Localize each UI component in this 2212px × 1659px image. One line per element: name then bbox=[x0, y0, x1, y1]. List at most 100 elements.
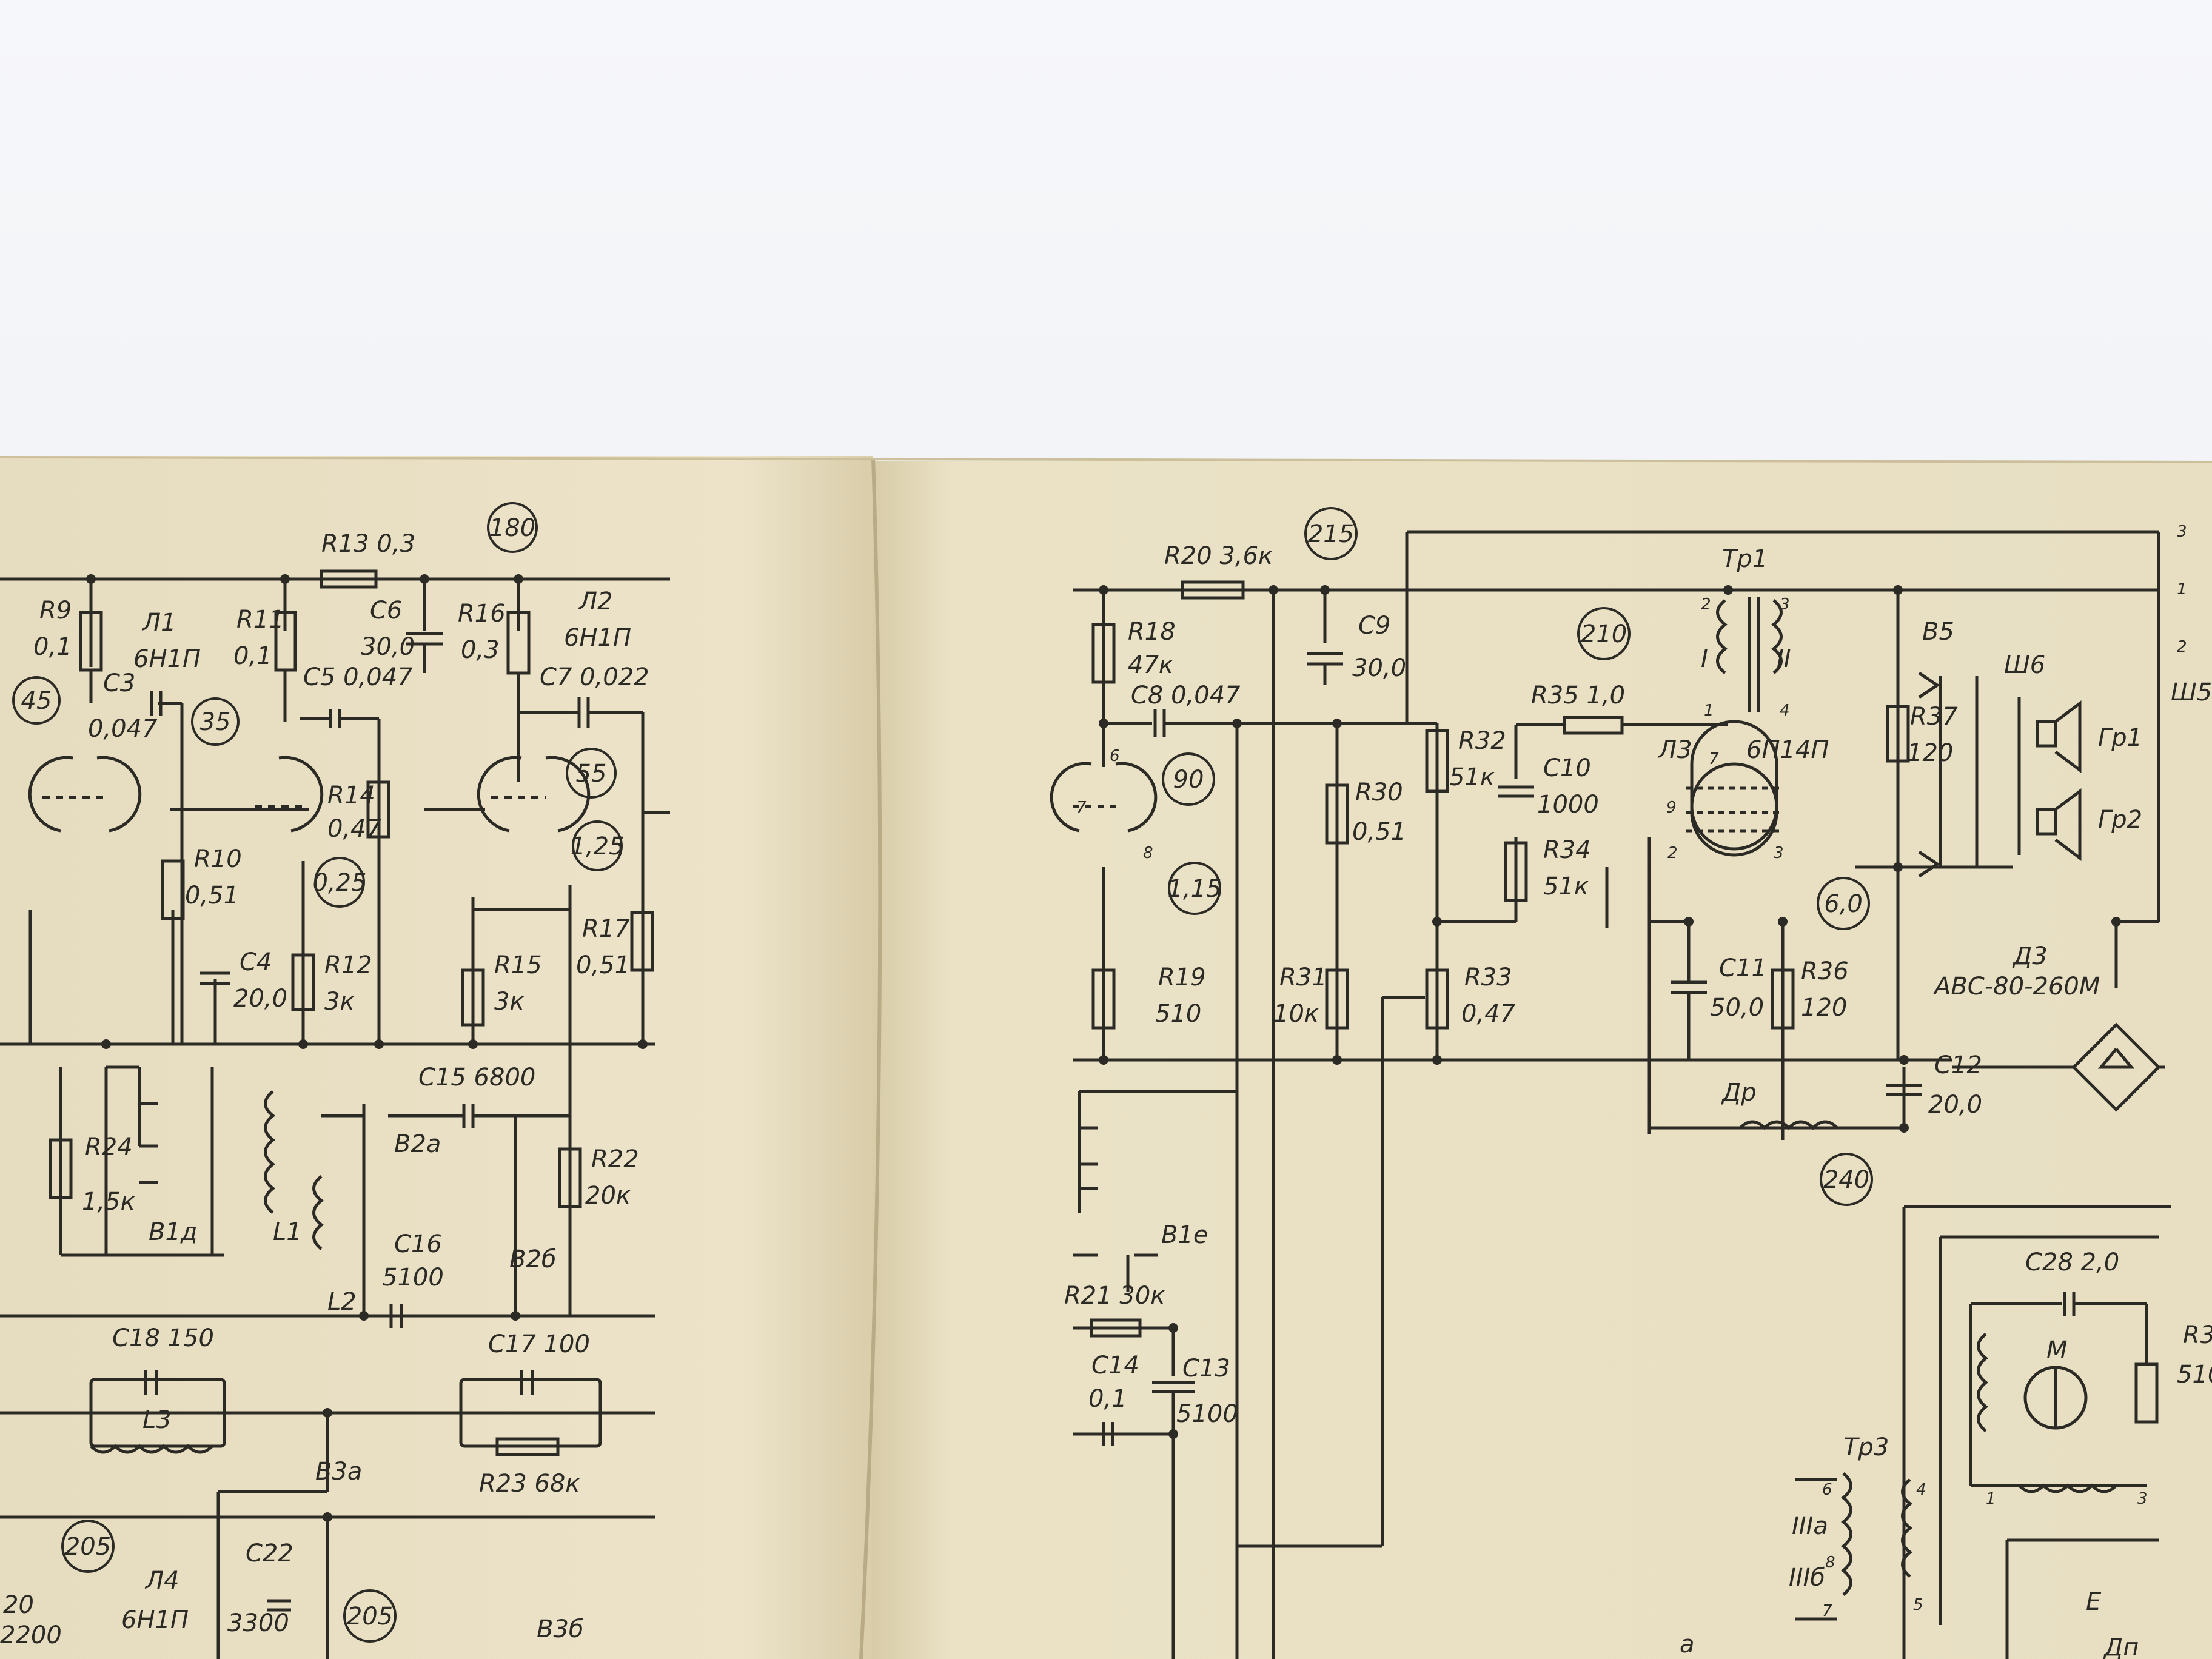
label-l1: Л1 bbox=[141, 609, 176, 637]
label-r37: R37 bbox=[1910, 703, 1958, 731]
label-r18: R18 bbox=[1128, 618, 1176, 646]
pin-tr3-4: 4 bbox=[1916, 1481, 1926, 1499]
label-b3b: B3б bbox=[537, 1615, 584, 1643]
tp-180: 180 bbox=[489, 514, 535, 542]
label-c15: C15 6800 bbox=[418, 1064, 535, 1091]
left-labels: R13 0,3 R9 0,1 Л1 6Н1П R11 0,1 C6 30,0 R… bbox=[0, 530, 649, 1649]
tp-0-25: 0,25 bbox=[312, 869, 366, 897]
pin-2: 2 bbox=[2177, 638, 2187, 656]
label-r11-value: 0,1 bbox=[233, 642, 272, 670]
label-dr: Др bbox=[1721, 1079, 1757, 1107]
pin-1: 1 bbox=[2177, 580, 2187, 598]
label-c14-value: 0,1 bbox=[1088, 1385, 1127, 1413]
label-tr3: Тр3 bbox=[1843, 1433, 1889, 1461]
label-r11: R11 bbox=[236, 606, 284, 634]
label-c11-value: 50,0 bbox=[1710, 994, 1764, 1022]
label-r24-value: 1,5к bbox=[82, 1188, 135, 1216]
tp-6-0: 6,0 bbox=[1824, 890, 1863, 918]
pin-l-7: 7 bbox=[1076, 799, 1087, 817]
label-c6-value: 30,0 bbox=[361, 633, 415, 661]
label-r14-value: 0,47 bbox=[327, 815, 382, 843]
label-winding-i: I bbox=[1701, 645, 1708, 673]
label-r3-value: 510 bbox=[2177, 1361, 2212, 1389]
pin-tr-4: 4 bbox=[1780, 702, 1790, 720]
label-r32: R32 bbox=[1458, 727, 1506, 755]
label-r15: R15 bbox=[494, 951, 542, 979]
tp-215: 215 bbox=[1308, 520, 1354, 548]
label-e: Е bbox=[2086, 1588, 2102, 1616]
label-r22: R22 bbox=[591, 1145, 639, 1173]
label-r3: R3 bbox=[2183, 1321, 2212, 1349]
pin-tr3-8: 8 bbox=[1825, 1553, 1835, 1572]
label-l1-type: 6Н1П bbox=[133, 645, 201, 673]
label-r9-value: 0,1 bbox=[33, 633, 72, 661]
left-tubes bbox=[28, 756, 591, 833]
label-c4: C4 bbox=[240, 948, 272, 976]
tp-240: 240 bbox=[1823, 1166, 1869, 1194]
test-point-circles bbox=[12, 502, 1873, 1643]
label-winding-ii: II bbox=[1777, 645, 1791, 673]
label-r19-value: 510 bbox=[1155, 1000, 1201, 1028]
pin-m-1: 1 bbox=[1986, 1490, 1996, 1508]
right-schematic bbox=[1073, 530, 2171, 1659]
label-motor: M bbox=[2046, 1336, 2068, 1364]
label-r12-value: 3к bbox=[324, 988, 355, 1016]
label-r30: R30 bbox=[1355, 779, 1403, 806]
label-r15-value: 3к bbox=[494, 988, 525, 1016]
label-b1d: B1д bbox=[149, 1218, 198, 1246]
label-b2b: B2б bbox=[509, 1245, 557, 1273]
label-b1e: B1е bbox=[1161, 1221, 1208, 1249]
label-c13: C13 bbox=[1182, 1355, 1230, 1382]
label-l3: L3 bbox=[142, 1406, 172, 1434]
tp-1-15: 1,15 bbox=[1167, 875, 1221, 903]
label-r12: R12 bbox=[324, 951, 372, 979]
label-l2-coil: L2 bbox=[327, 1288, 357, 1316]
label-r24: R24 bbox=[85, 1133, 133, 1161]
pin-tr3-7: 7 bbox=[1822, 1602, 1832, 1620]
label-l3-tube: Л3 bbox=[1657, 736, 1692, 764]
label-l2: Л2 bbox=[578, 588, 613, 615]
pin-numbers: 3 1 2 2 3 1 4 7 9 2 3 6 7 8 6 8 7 5 4 1 … bbox=[1076, 523, 2187, 1620]
label-r23: R23 68к bbox=[479, 1470, 580, 1498]
label-c5: C5 0,047 bbox=[303, 663, 413, 691]
label-c10: C10 bbox=[1543, 754, 1591, 782]
label-20: 20 bbox=[3, 1591, 34, 1619]
label-r34-value: 51к bbox=[1543, 873, 1589, 900]
pin-l-8: 8 bbox=[1143, 844, 1153, 862]
label-c3: C3 bbox=[103, 669, 135, 697]
label-l2-type: 6Н1П bbox=[564, 624, 631, 652]
label-c7: C7 0,022 bbox=[540, 663, 649, 691]
label-sh5: Ш5 bbox=[2171, 679, 2212, 706]
label-c28: C28 2,0 bbox=[2025, 1248, 2119, 1276]
label-c9-value: 30,0 bbox=[1352, 654, 1406, 682]
label-d3: Д3 bbox=[2012, 942, 2048, 970]
label-r21: R21 30к bbox=[1064, 1282, 1165, 1310]
pin-tr3-5: 5 bbox=[1913, 1596, 1923, 1614]
label-r16-value: 0,3 bbox=[461, 636, 500, 664]
label-r22-value: 20к bbox=[585, 1182, 631, 1210]
label-r33-value: 0,47 bbox=[1461, 1000, 1516, 1028]
label-r13: R13 0,3 bbox=[321, 530, 415, 558]
label-c11: C11 bbox=[1719, 954, 1767, 982]
pin-tr-2: 2 bbox=[1701, 595, 1711, 614]
pin-tube-7: 7 bbox=[1709, 750, 1719, 768]
label-r35: R35 1,0 bbox=[1531, 682, 1625, 709]
label-dp: Дп bbox=[2103, 1634, 2139, 1659]
label-d3-type: АВС-80-260М bbox=[1932, 973, 2100, 1000]
label-r17-value: 0,51 bbox=[576, 951, 630, 979]
label-a: а bbox=[1680, 1631, 1695, 1658]
tp-205-b: 205 bbox=[347, 1603, 393, 1631]
label-c14: C14 bbox=[1091, 1352, 1139, 1379]
left-schematic bbox=[0, 569, 670, 1659]
pin-tr-1: 1 bbox=[1704, 702, 1714, 720]
label-b3a: B3а bbox=[315, 1458, 362, 1486]
label-2200: 2200 bbox=[0, 1621, 62, 1649]
label-c18: C18 150 bbox=[112, 1324, 214, 1352]
label-c9: C9 bbox=[1358, 612, 1390, 640]
right-tubes bbox=[1050, 720, 1778, 857]
label-r30-value: 0,51 bbox=[1352, 818, 1406, 846]
label-r37-value: 120 bbox=[1907, 739, 1953, 767]
label-c17: C17 100 bbox=[488, 1330, 590, 1358]
pin-tr-3: 3 bbox=[1780, 595, 1790, 614]
